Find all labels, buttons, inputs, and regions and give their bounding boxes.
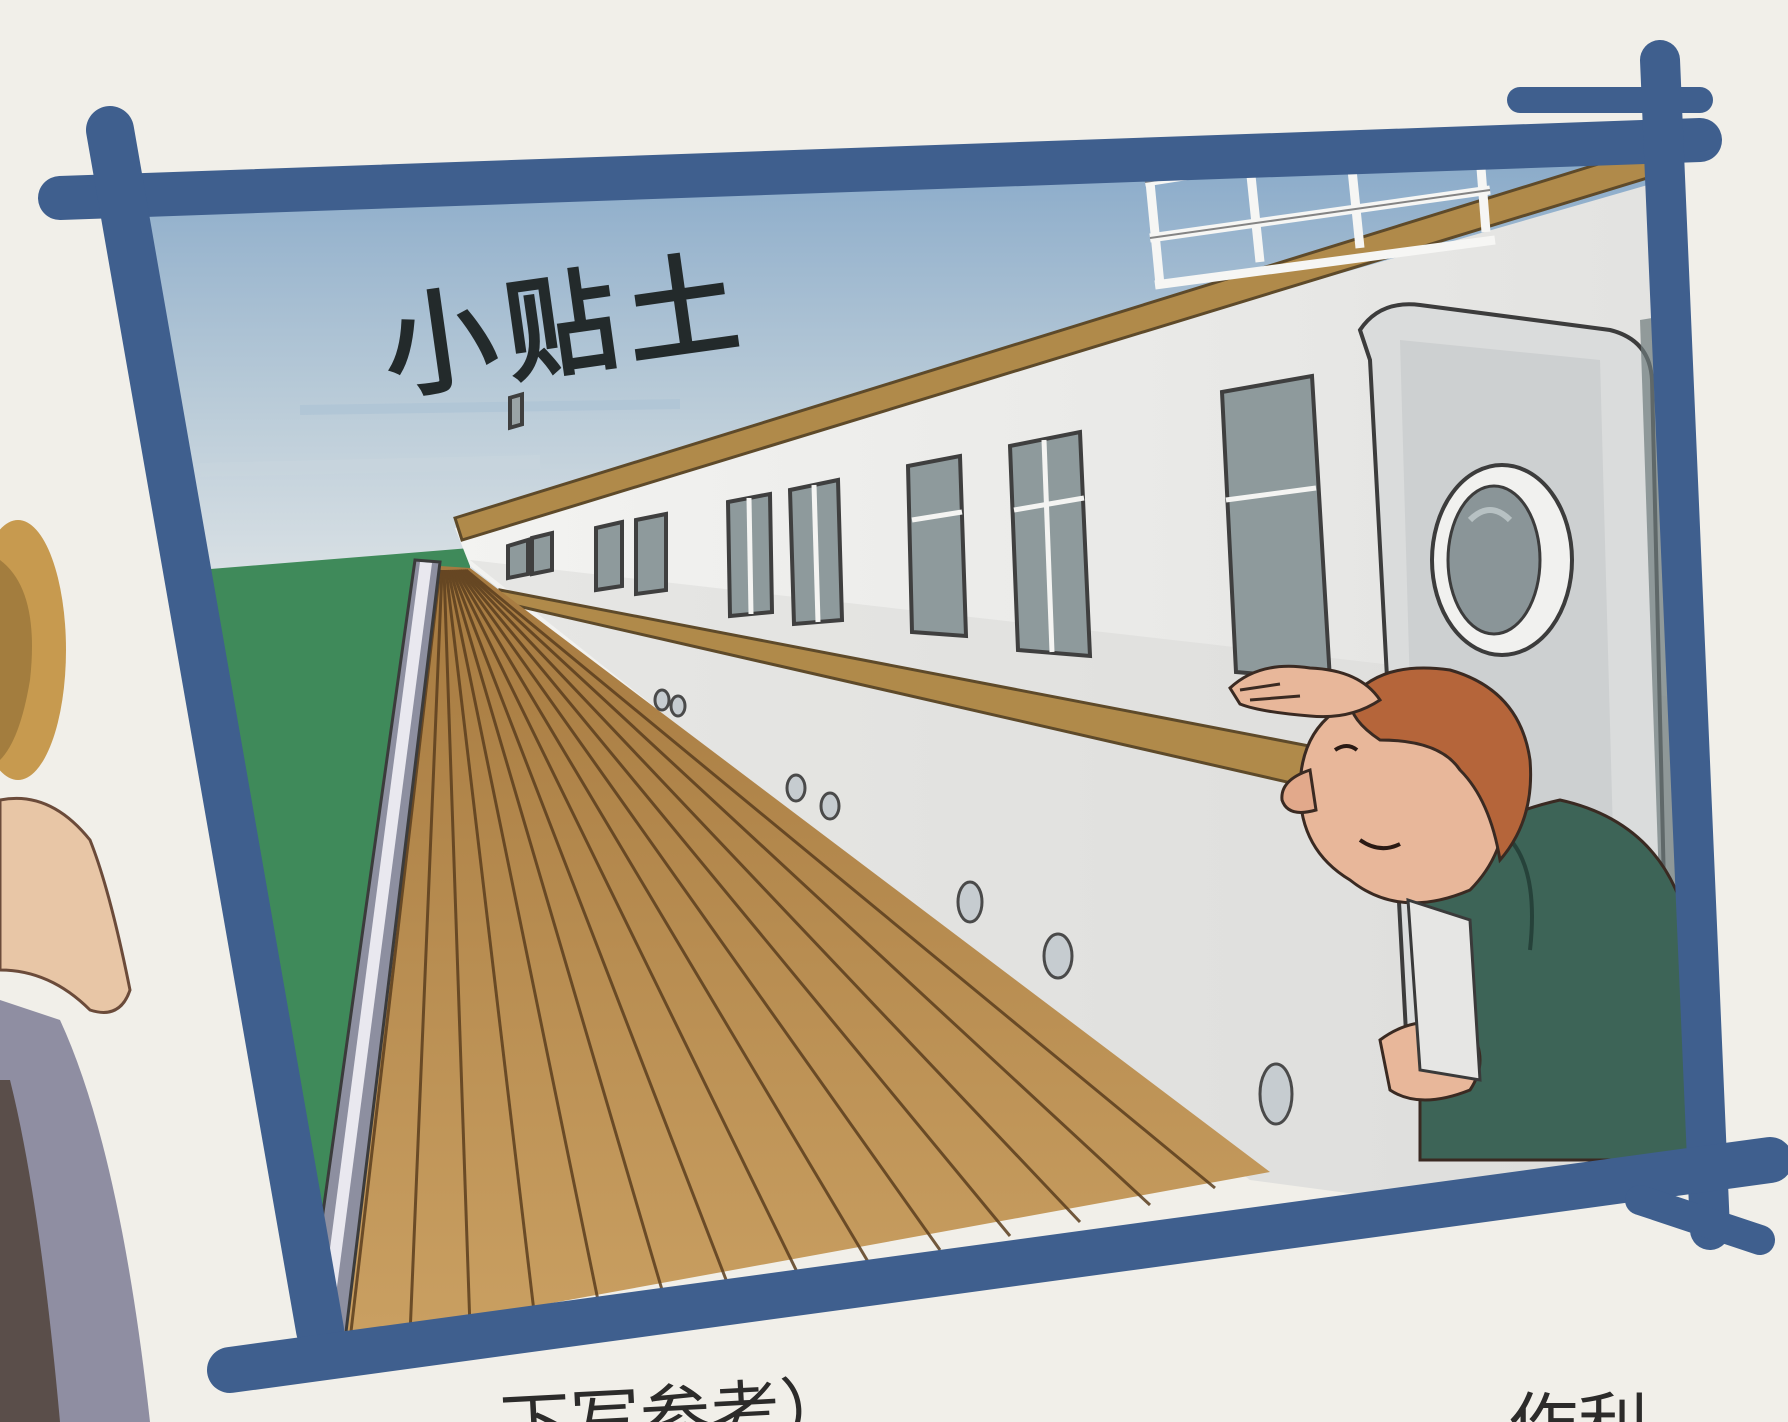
portholes xyxy=(653,688,1294,1126)
windows xyxy=(506,373,1333,683)
panel-frame xyxy=(38,40,1788,1393)
deck-planks xyxy=(348,568,1216,1338)
caption-fragment-right: 作利 xyxy=(1508,1370,1648,1422)
left-figure xyxy=(0,520,150,1422)
deck xyxy=(322,565,1270,1338)
man xyxy=(1228,664,1688,1162)
